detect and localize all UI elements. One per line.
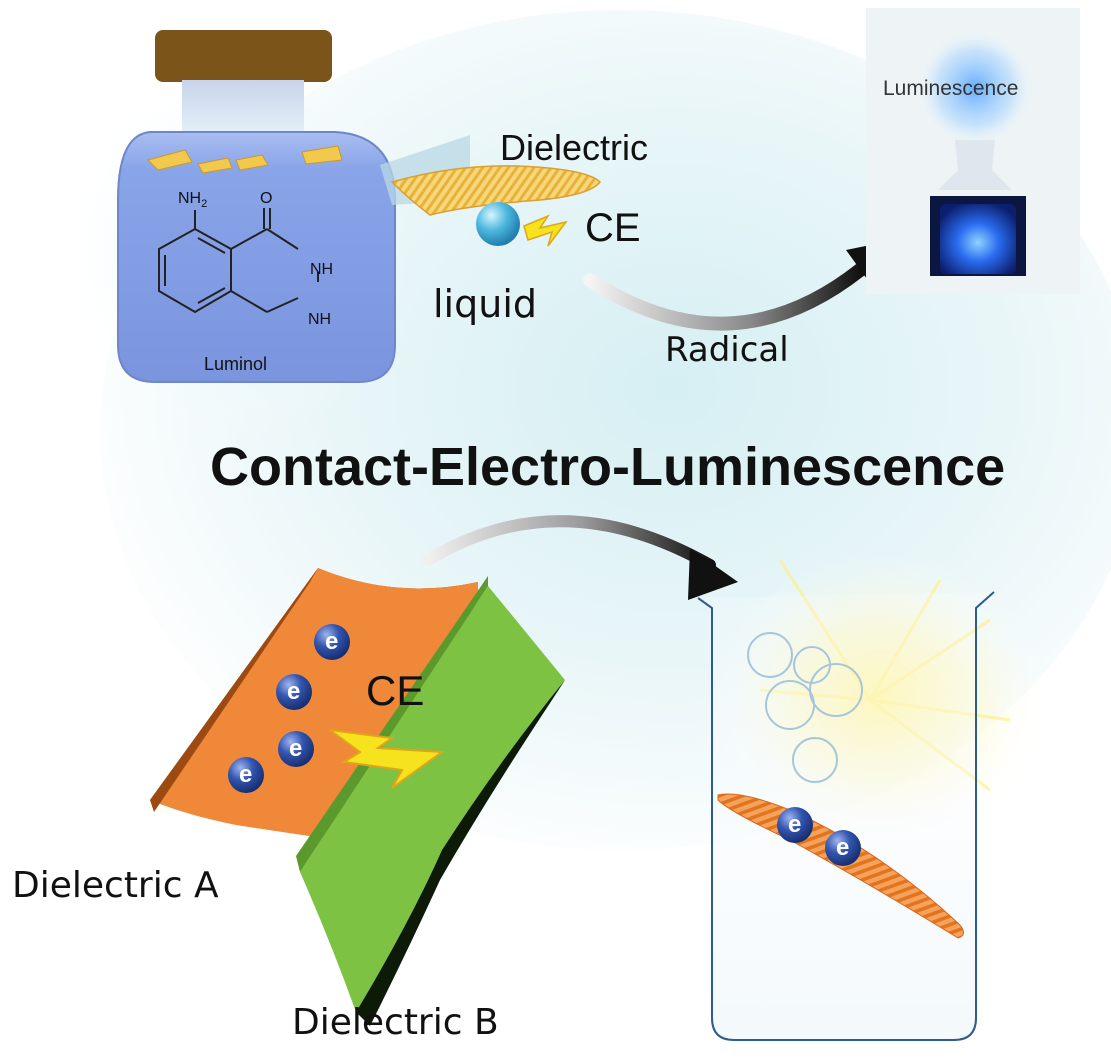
liquid-droplet <box>476 202 520 246</box>
luminol-jar <box>65 30 415 440</box>
electron-5 <box>777 807 813 843</box>
dielectric-flakes <box>147 145 343 174</box>
luminescence-label: Luminescence <box>883 77 1019 100</box>
electron-symbol-5: e <box>788 811 802 838</box>
jar-neck <box>182 80 304 140</box>
electron-3 <box>278 731 314 767</box>
spark-icon-bottom <box>329 729 445 789</box>
molecule-nh-lower-label: NH <box>308 311 332 328</box>
molecule-nh-upper-label: NH <box>310 261 334 278</box>
liquid-label: liquid <box>433 282 537 326</box>
luminescence-halo <box>913 26 1037 150</box>
glowing-vial <box>940 204 1016 274</box>
ce-label-top: CE <box>585 206 641 250</box>
electrons-dielectric-a <box>228 624 350 793</box>
dielectric-a-label: Dielectric A <box>12 865 219 906</box>
radical-label: Radical <box>665 330 789 370</box>
molecule-amine-label: NH2 <box>178 190 208 211</box>
dielectric-b-label: Dielectric B <box>292 1002 499 1043</box>
bubbles <box>747 632 863 783</box>
jar-body <box>117 131 396 383</box>
electron-symbol-4: e <box>239 761 253 788</box>
electron-symbol-1: e <box>325 628 339 655</box>
jar-cap <box>155 30 332 82</box>
luminescence-panel <box>866 8 1080 294</box>
ce-label-bottom: CE <box>366 667 425 714</box>
electron-1 <box>314 624 350 660</box>
electron-symbol-3: e <box>289 735 303 762</box>
beaker <box>697 550 1050 1041</box>
dielectric-film <box>390 165 601 216</box>
dielectric-label: Dielectric <box>500 127 649 168</box>
electron-6 <box>825 830 861 866</box>
transfer-arrow <box>422 515 738 600</box>
electron-symbol-2: e <box>287 678 301 705</box>
molecule-carbonyl-label: O <box>260 190 273 207</box>
dielectric-b-block <box>296 576 565 1026</box>
electron-2 <box>276 674 312 710</box>
title: Contact-Electro-Luminescence <box>210 437 1006 497</box>
molecule-name-label: Luminol <box>204 354 268 374</box>
spark-icon-top <box>523 214 568 247</box>
luminol-structure <box>158 208 319 314</box>
electron-symbol-6: e <box>836 834 850 861</box>
electron-4 <box>228 757 264 793</box>
